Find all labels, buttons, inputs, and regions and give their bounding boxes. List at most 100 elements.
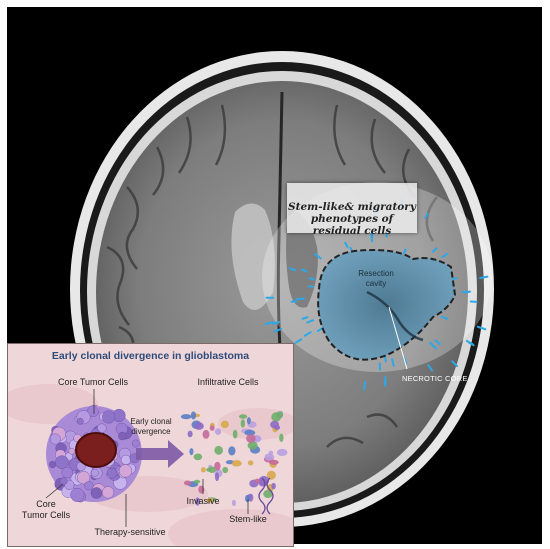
- migratory-cell: [391, 358, 395, 367]
- infiltrative-cell: [222, 466, 229, 474]
- infiltrative-cell: [206, 498, 214, 503]
- mri-panel: Stem-like& migratory phenotypes of resid…: [7, 7, 542, 544]
- infiltrative-cell: [194, 422, 204, 430]
- stem-like-label: Stem-like: [229, 514, 267, 524]
- infiltrative-cell: [246, 417, 251, 425]
- infiltrative-cell: [200, 467, 206, 473]
- infiltrative-cell: [245, 494, 250, 503]
- early-clonal-divergence-label: Early clonal divergence: [130, 417, 172, 436]
- migratory-cell: [272, 321, 281, 325]
- infiltrative-cell: [266, 470, 276, 480]
- core-cell: [48, 460, 57, 469]
- residual-cells-callout: Stem-like& migratory phenotypes of resid…: [287, 183, 417, 237]
- divergence-arrow: [136, 440, 184, 468]
- migratory-cell: [432, 247, 438, 253]
- infiltrative-cell: [228, 446, 236, 456]
- infiltrative-cell: [214, 428, 222, 435]
- inset-title: Early clonal divergence in glioblastoma: [51, 350, 250, 362]
- necrotic-pointer: [388, 306, 408, 370]
- migratory-cell: [362, 381, 366, 391]
- infiltrative-cells-label: Infiltrative Cells: [197, 377, 259, 387]
- core-cell: [59, 477, 68, 486]
- migratory-cell: [476, 325, 487, 331]
- migratory-cell: [294, 338, 303, 344]
- core-cell: [120, 454, 131, 465]
- therapy-sensitive-label: Therapy-sensitive: [94, 527, 166, 537]
- migratory-cell: [264, 321, 274, 326]
- clonal-divergence-inset: Early clonal divergence in glioblastoma …: [7, 343, 294, 547]
- core-cell: [61, 466, 73, 479]
- infiltrative-cell: [209, 425, 215, 431]
- infiltrative-cell: [187, 430, 193, 438]
- infiltrative-cell: [231, 499, 236, 507]
- left-ventricle: [231, 203, 275, 310]
- migratory-cell: [303, 331, 312, 337]
- core-tumor-cells: [48, 404, 140, 503]
- infiltrative-cell: [238, 414, 248, 419]
- core-cell: [102, 410, 116, 424]
- infiltrative-cell: [214, 472, 220, 482]
- core-cell: [131, 439, 140, 448]
- migratory-cell: [440, 315, 449, 320]
- migratory-cell: [424, 212, 429, 219]
- core-cell: [90, 487, 103, 499]
- residual-cells-label: Stem-like& migratory phenotypes of resid…: [288, 200, 416, 237]
- infiltrative-cell: [240, 419, 246, 428]
- core-cell: [68, 448, 75, 455]
- migratory-cell: [306, 319, 315, 324]
- infiltrative-cell: [264, 453, 275, 461]
- infiltrative-cell: [276, 411, 284, 419]
- infiltrative-cell: [279, 433, 284, 442]
- infiltrative-cell: [193, 479, 201, 484]
- migratory-cell: [451, 360, 459, 367]
- migratory-cell: [479, 275, 489, 280]
- core-cell: [101, 486, 115, 499]
- migratory-cell: [402, 248, 407, 255]
- infiltrative-cell: [180, 414, 192, 420]
- infiltrative-cell: [198, 485, 205, 494]
- infiltrative-cell: [206, 467, 212, 472]
- infiltrative-cell: [271, 482, 276, 490]
- core-tumor-cells-label: Core Tumor Cells: [57, 377, 129, 387]
- core-cell: [55, 455, 69, 469]
- migratory-cell: [301, 316, 309, 320]
- infiltrative-cell: [202, 429, 210, 439]
- core-cell: [49, 433, 61, 445]
- infiltrative-cell: [247, 460, 254, 466]
- infiltrative-cell: [244, 429, 256, 436]
- label-pointers: [45, 389, 249, 527]
- core-cell: [118, 464, 133, 478]
- migratory-cell: [288, 267, 297, 272]
- invasive-label: Invasive: [186, 496, 220, 506]
- infiltrative-cell: [276, 448, 288, 456]
- infiltrative-cell: [183, 480, 192, 486]
- infiltrative-cell: [246, 434, 256, 443]
- infiltrative-cell: [231, 460, 242, 467]
- migratory-cell: [468, 341, 475, 347]
- migratory-cell: [308, 277, 316, 281]
- core-cell: [84, 481, 94, 491]
- migratory-cell: [308, 285, 315, 288]
- core-tumor-cells-bottom-label: Core Tumor Cells: [21, 499, 71, 520]
- necrotic-core-label: NECROTIC CORE: [402, 374, 468, 383]
- infiltrative-cell: [247, 441, 258, 450]
- migratory-cell: [300, 268, 308, 273]
- dna-helix-icon: [258, 477, 274, 515]
- core-cell: [118, 431, 127, 441]
- core-cell: [76, 417, 84, 425]
- migratory-cell: [344, 241, 349, 248]
- infiltrative-cell: [254, 478, 261, 484]
- migratory-cell: [427, 364, 434, 372]
- migratory-cell: [314, 253, 322, 260]
- core-cell: [77, 471, 91, 485]
- infiltrative-cell: [214, 461, 221, 471]
- migratory-cell: [429, 341, 437, 350]
- infiltrative-cell: [274, 425, 281, 430]
- infiltrative-cell: [263, 489, 273, 499]
- infiltrative-cell: [190, 411, 197, 420]
- migratory-cell: [441, 252, 449, 259]
- infiltrative-cell: [232, 429, 238, 439]
- core-cell: [70, 487, 85, 502]
- core-cell: [106, 467, 118, 479]
